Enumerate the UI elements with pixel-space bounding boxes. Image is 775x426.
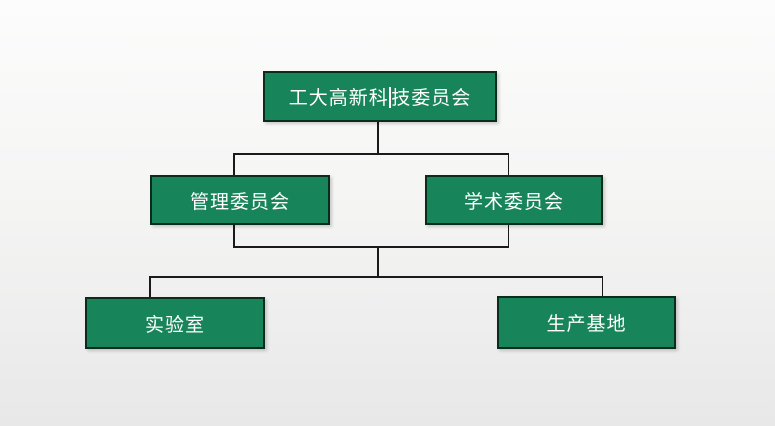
connector-laboratory-drop [149, 276, 151, 298]
org-node-management[interactable]: 管理委员会 [150, 175, 330, 225]
text-caret [389, 87, 391, 108]
org-node-production-base[interactable]: 生产基地 [497, 296, 676, 349]
connector-production-drop [601, 276, 603, 297]
org-node-root-label-after-caret: 技委员会 [391, 88, 472, 109]
connector-root-stem [377, 122, 379, 153]
org-node-management-label: 管理委员会 [189, 191, 290, 213]
org-node-academic-label: 学术委员会 [463, 191, 564, 213]
org-node-academic[interactable]: 学术委员会 [425, 175, 603, 225]
org-node-root-label: 工大高新科技委员会 [289, 83, 472, 110]
org-node-production-base-label: 生产基地 [546, 314, 627, 335]
connector-academic-drop [507, 153, 509, 176]
org-node-root[interactable]: 工大高新科技委员会 [263, 71, 497, 122]
connector-center-stem [377, 246, 379, 276]
connector-level3-rail [149, 276, 603, 278]
connector-level2-bottom-rail [233, 246, 509, 248]
connector-management-drop [233, 153, 235, 176]
org-node-laboratory-label: 实验室 [144, 314, 205, 336]
connector-management-stem [233, 225, 235, 246]
connector-level2-top-rail [233, 153, 509, 155]
connector-academic-stem [507, 225, 509, 246]
org-node-root-label-before-caret: 工大高新科 [288, 88, 389, 109]
org-node-laboratory[interactable]: 实验室 [85, 297, 265, 349]
